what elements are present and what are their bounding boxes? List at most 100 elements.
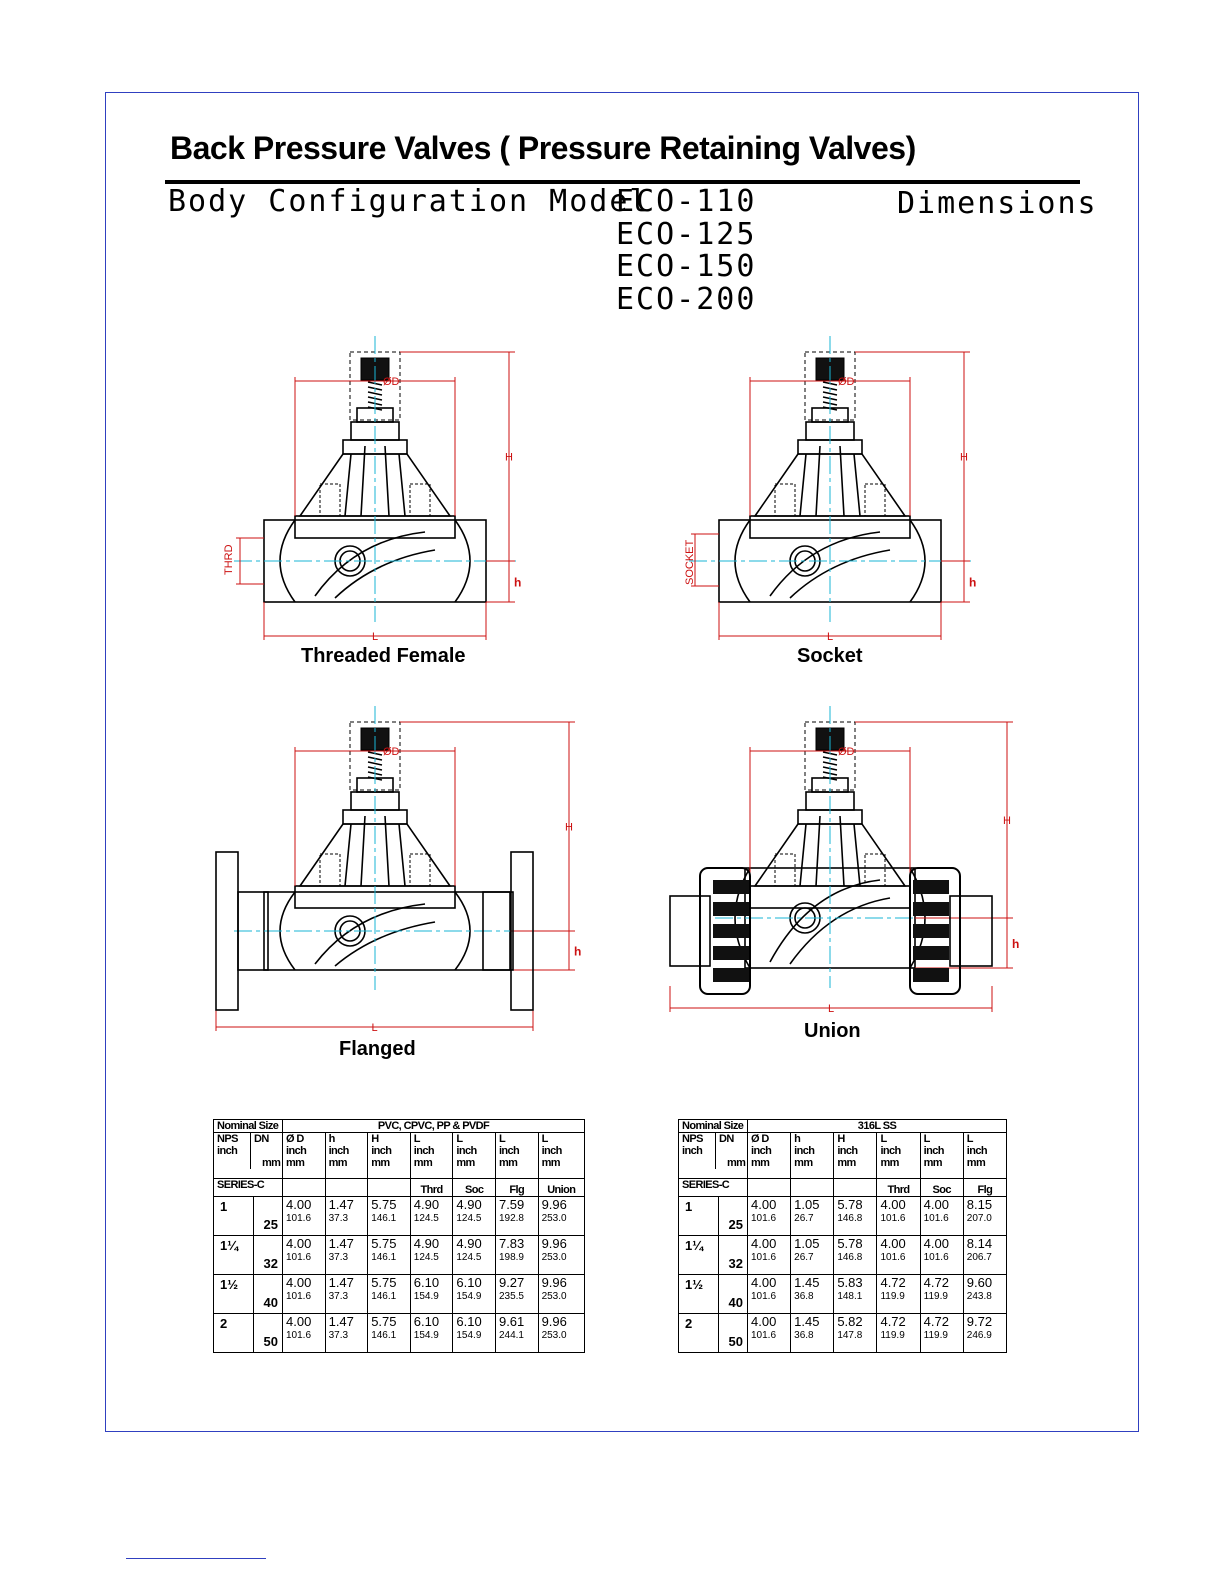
material-header: 316L SS xyxy=(747,1119,1007,1133)
union-tail-left xyxy=(669,895,711,967)
hidden-bolt xyxy=(409,853,431,887)
footer-link-line xyxy=(126,1558,266,1559)
column-subheader xyxy=(790,1178,835,1197)
dn-value: 40 xyxy=(728,1295,743,1310)
union-tail-right xyxy=(949,895,993,967)
union-nut-grip xyxy=(713,924,749,938)
material-header: PVC, CPVC, PP & PVDF xyxy=(282,1119,585,1133)
nominal-size-header: Nominal Size xyxy=(213,1119,283,1133)
nps-value: 1½ xyxy=(214,1275,254,1313)
column-subheader: Soc xyxy=(452,1178,496,1197)
dn-value: 32 xyxy=(728,1256,743,1271)
spring-coil xyxy=(367,391,383,396)
dimension-label: H xyxy=(505,452,513,464)
flanged-caption: Flanged xyxy=(339,1038,416,1060)
dimension-label: h xyxy=(574,945,581,959)
title-rule xyxy=(165,180,1080,184)
union-nut-grip xyxy=(913,924,949,938)
union-nut-grip xyxy=(713,880,749,894)
union-nut-grip xyxy=(913,902,949,916)
dimensions-label: Dimensions xyxy=(897,186,1098,221)
pipe-stub-right xyxy=(482,891,514,971)
dimension-label: L xyxy=(372,631,378,643)
nps-value: 1 xyxy=(679,1197,719,1235)
threaded-female-caption: Threaded Female xyxy=(301,645,466,667)
union-caption: Union xyxy=(804,1020,861,1042)
flange-right xyxy=(510,851,534,1011)
column-subheader xyxy=(746,1178,792,1197)
hidden-bolt xyxy=(774,483,796,517)
column-subheader xyxy=(367,1178,411,1197)
hidden-bolt xyxy=(409,483,431,517)
nominal-size-header: Nominal Size xyxy=(678,1119,748,1133)
series-label: SERIES-C xyxy=(213,1178,283,1197)
union-nut-grip xyxy=(713,968,749,982)
model-item: ECO-110 xyxy=(616,184,757,219)
column-subheader: Flg xyxy=(962,1178,1008,1197)
model-list: ECO-110 ECO-125 ECO-150 ECO-200 xyxy=(616,184,757,317)
yoke-ribs xyxy=(799,815,861,887)
dimension-label: L xyxy=(372,1022,378,1034)
column-subheader: Thrd xyxy=(876,1178,921,1197)
column-subheader xyxy=(833,1178,878,1197)
nps-value: 1¼ xyxy=(679,1236,719,1274)
dimension-label: ØD xyxy=(383,376,400,388)
column-subheader: Soc xyxy=(919,1178,964,1197)
dn-value: 50 xyxy=(263,1334,278,1349)
nps-value: 1¼ xyxy=(214,1236,254,1274)
subtitle: Body Configuration Model xyxy=(168,184,650,219)
yoke-ribs xyxy=(799,445,861,517)
spring-coil xyxy=(822,761,838,766)
column-subheader: Thrd xyxy=(409,1178,454,1197)
model-item: ECO-200 xyxy=(616,281,757,317)
series-label: SERIES-C xyxy=(678,1178,748,1197)
nps-value: 2 xyxy=(679,1314,719,1352)
dimension-label: THRD xyxy=(223,544,235,575)
body-flow-contour xyxy=(769,879,891,965)
hidden-bolt xyxy=(319,483,341,517)
dimension-label: SOCKET xyxy=(684,539,696,585)
union-nut-grip xyxy=(913,880,949,894)
